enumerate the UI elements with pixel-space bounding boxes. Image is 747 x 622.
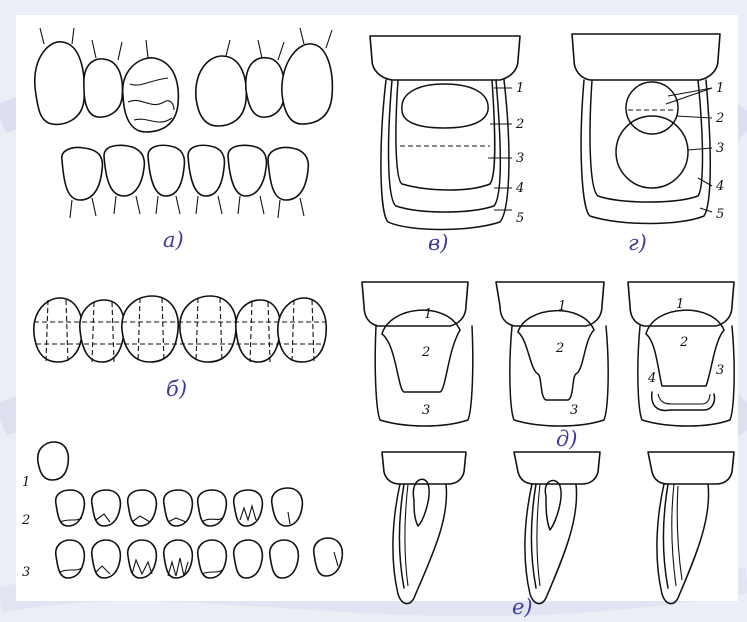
panel-d-left-label-3: 3: [422, 403, 430, 418]
panel-d-right: 1 2 3 4: [628, 282, 734, 426]
panel-v-label-1: 1: [516, 81, 524, 96]
caption-d: д): [556, 427, 578, 451]
caption-b: б): [166, 377, 187, 401]
panel-v-label-3: 3: [516, 151, 524, 166]
panel-d-middle-label-1: 1: [558, 299, 566, 314]
small-teeth-rows: 1 2 3: [21, 442, 342, 580]
row-label-3: 3: [22, 565, 30, 580]
grid-teeth-row: [34, 296, 326, 362]
panel-e-left: [382, 452, 466, 604]
upper-teeth-row: [35, 28, 333, 132]
panel-g-label-4: 4: [715, 179, 724, 194]
panel-v-label-2: 2: [515, 117, 524, 132]
panel-g-label-1: 1: [716, 81, 724, 96]
panel-g-label-3: 3: [716, 141, 724, 156]
row-label-1: 1: [22, 475, 30, 490]
panel-d-middle-label-3: 3: [570, 403, 578, 418]
panel-d-right-label-3: 3: [716, 363, 724, 378]
panel-d-middle-label-2: 2: [555, 341, 564, 356]
caption-g: г): [628, 231, 647, 255]
panel-g-label-2: 2: [715, 111, 724, 126]
panel-v-label-5: 5: [516, 211, 524, 226]
caption-e: е): [512, 595, 533, 619]
panel-d-right-label-2: 2: [679, 335, 688, 350]
panel-d-right-label-4: 4: [647, 371, 656, 386]
panel-d-left: 1 2 3: [362, 282, 473, 426]
panel-v-label-4: 4: [515, 181, 524, 196]
panel-d-middle: 1 2 3: [496, 282, 608, 426]
panel-e-right: [648, 452, 734, 604]
panel-d-left-label-2: 2: [421, 345, 430, 360]
panel-e-middle: [514, 452, 600, 604]
panel-g-diagram: 1 2 3 4 5: [572, 34, 724, 224]
caption-v: в): [428, 231, 448, 255]
panel-g-label-5: 5: [716, 207, 724, 222]
caption-a: а): [163, 228, 184, 252]
panel-d-right-label-1: 1: [676, 297, 684, 312]
panel-v-diagram: 1 2 3 4 5: [370, 36, 524, 230]
lower-teeth-row: [62, 145, 309, 218]
row-label-2: 2: [21, 513, 30, 528]
panel-d-left-label-1: 1: [424, 307, 432, 322]
